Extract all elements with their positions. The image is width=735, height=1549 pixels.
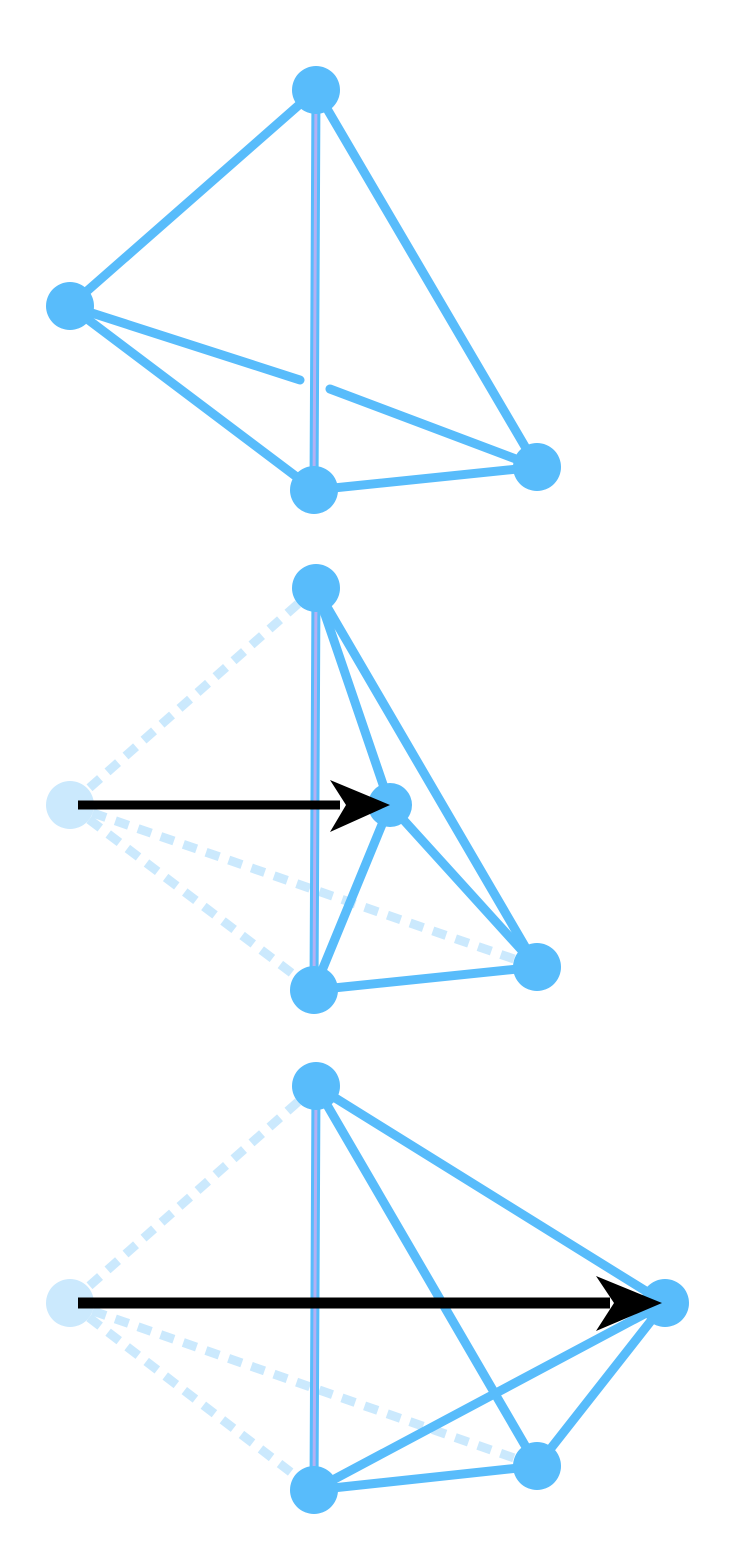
edge-left-right-front	[65, 301, 305, 385]
edge-moved-bottom	[309, 1298, 670, 1495]
edge-top-moved	[311, 1081, 670, 1308]
edge-moved-right	[385, 800, 542, 972]
vertex-right	[513, 943, 561, 991]
vertex-bottom	[290, 466, 338, 514]
edge-top-right	[311, 85, 542, 472]
vertex-top	[292, 564, 340, 612]
vertex-moved	[641, 1279, 689, 1327]
move-arrowhead	[330, 780, 390, 832]
vertex-bottom	[290, 1466, 338, 1514]
panel-partial-move	[46, 564, 561, 1014]
axis-highlight	[312, 88, 318, 492]
edge-top-left	[65, 85, 321, 311]
panel-initial	[46, 66, 561, 514]
vertex-bottom	[290, 966, 338, 1014]
edge-top-moved	[311, 583, 395, 810]
vertex-left	[46, 282, 94, 330]
edge-moved-right	[532, 1298, 670, 1471]
axis-highlight	[312, 586, 318, 992]
panel-full-move	[46, 1062, 689, 1514]
ghost-edge-top-left	[67, 1082, 319, 1307]
axis-highlight	[312, 1084, 318, 1492]
vertex-top	[292, 66, 340, 114]
edge-bottom-right	[309, 1461, 542, 1495]
ghost-vertex-left	[46, 781, 94, 829]
edge-moved-bottom	[309, 800, 395, 995]
ghost-edge-left-right	[68, 800, 539, 972]
ghost-edge-left-bottom	[67, 801, 317, 994]
move-arrowhead	[596, 1276, 662, 1331]
ghost-edge-left-bottom	[67, 1299, 317, 1494]
vertex-right	[513, 1442, 561, 1490]
vertex-right	[513, 443, 561, 491]
edge-bottom-right	[309, 462, 542, 495]
edge-top-right	[311, 1081, 542, 1471]
ghost-vertex-left	[46, 1279, 94, 1327]
edge-left-bottom	[65, 301, 319, 495]
ghost-edge-left-right	[68, 1298, 539, 1471]
edge-left-right-back	[325, 384, 542, 472]
vertex-top	[292, 1062, 340, 1110]
ghost-edge-top-left	[67, 584, 319, 809]
edge-bottom-right	[309, 962, 542, 995]
edge-top-right	[311, 583, 542, 972]
